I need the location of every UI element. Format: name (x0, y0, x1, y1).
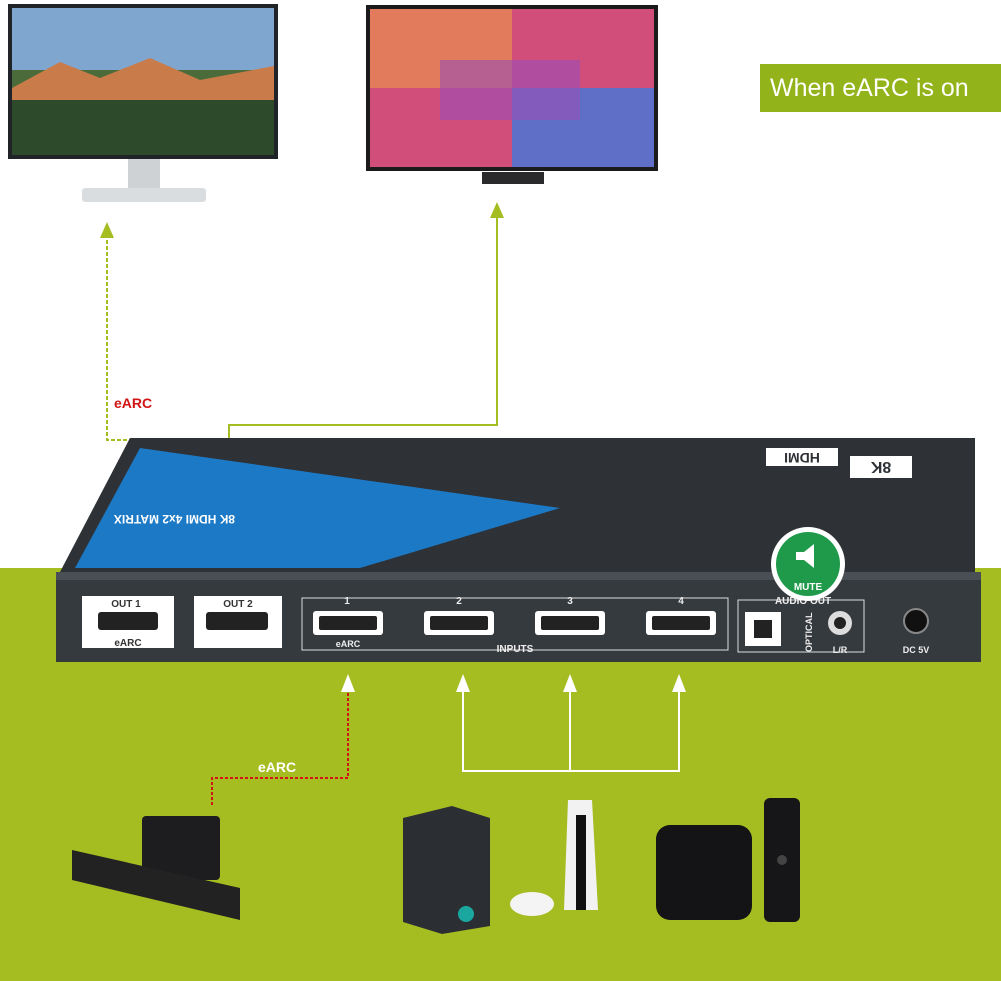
out1-label: OUT 1 (111, 599, 141, 610)
soundbar-subwoofer-icon (72, 816, 240, 920)
monitor-display (8, 4, 278, 202)
input-1-label: 1 (344, 596, 350, 607)
input-4-arrow-head (672, 674, 686, 692)
streaming-box-icon (656, 798, 800, 922)
out1-port-icon (98, 612, 158, 630)
inputs-label: INPUTS (497, 644, 534, 655)
input-3-arrow-head (563, 674, 577, 692)
input-2-label: 2 (456, 596, 462, 607)
pc-tower-icon (403, 806, 490, 934)
dc-label: DC 5V (903, 645, 930, 655)
input-1-arrow-head (341, 674, 355, 692)
badge-8k: 8K (870, 458, 891, 475)
audio-out-label: AUDIO OUT (775, 596, 831, 607)
inputs-frame (301, 597, 729, 651)
dc-jack-icon (903, 608, 929, 634)
hdmi-logo: HDMI (784, 450, 820, 466)
lr-label: L/R (833, 645, 848, 655)
panel-text: 8K HDMI 4x2 MATRIX (114, 512, 235, 526)
input-1-sub: eARC (336, 639, 361, 649)
mute-label: MUTE (794, 582, 823, 593)
input-3-label: 3 (567, 596, 573, 607)
badge-8k-icon (766, 448, 912, 478)
input-2-arrow-head (456, 674, 470, 692)
ps5-console-icon (510, 800, 598, 916)
optical-label: OPTICAL (804, 612, 814, 652)
inputs-arrow-lines (462, 686, 680, 772)
out2-arrow-head (490, 202, 504, 218)
earc-label-top: eARC (114, 395, 153, 411)
speaker-mute-icon (796, 544, 814, 568)
input-4-label: 4 (678, 596, 684, 607)
earc-banner: When eARC is on (760, 64, 1001, 112)
earc-label-bottom: eARC (258, 759, 297, 775)
out2-port-icon (206, 612, 268, 630)
out2-label: OUT 2 (223, 599, 253, 610)
out1-sub: eARC (114, 638, 141, 649)
tv-display (366, 5, 658, 184)
earc-input-line (211, 690, 349, 805)
out1-arrow-head (100, 222, 114, 238)
